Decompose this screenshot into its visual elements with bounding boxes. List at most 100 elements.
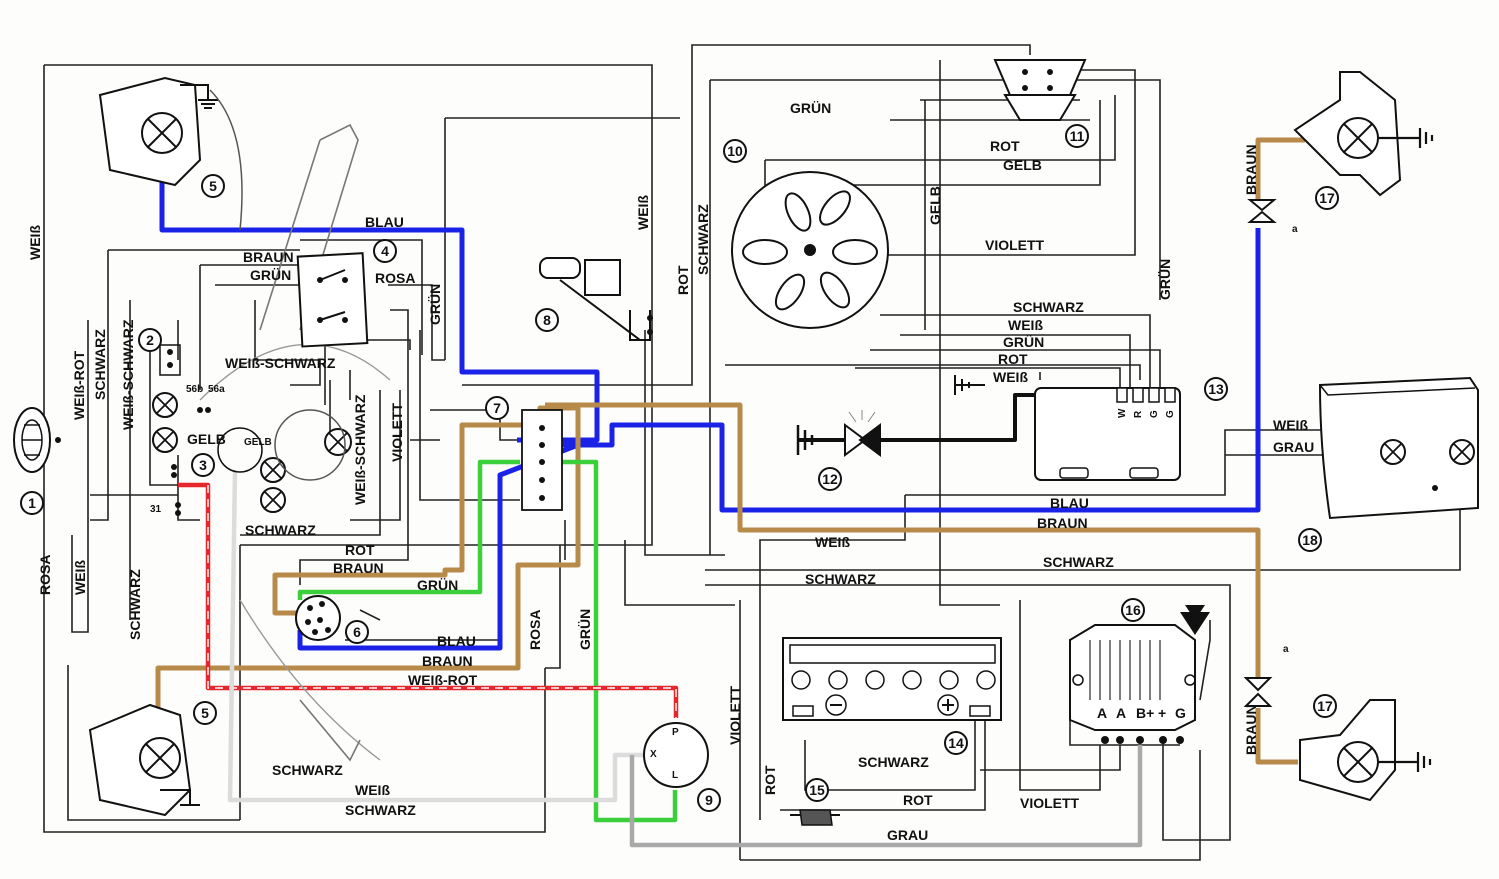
svg-text:SCHWARZ: SCHWARZ bbox=[245, 522, 316, 538]
svg-text:SCHWARZ: SCHWARZ bbox=[858, 754, 929, 770]
svg-text:BRAUN: BRAUN bbox=[243, 249, 294, 265]
svg-text:2: 2 bbox=[146, 332, 154, 348]
svg-text:ROSA: ROSA bbox=[37, 555, 53, 595]
svg-text:3: 3 bbox=[199, 457, 207, 473]
fuse bbox=[790, 809, 840, 826]
svg-text:31: 31 bbox=[150, 504, 162, 515]
svg-text:11: 11 bbox=[1070, 128, 1085, 144]
callout-5a: 5 bbox=[201, 174, 225, 198]
svg-text:SCHWARZ: SCHWARZ bbox=[272, 762, 343, 778]
svg-text:GRÜN: GRÜN bbox=[1157, 259, 1173, 300]
voltage-regulator bbox=[954, 375, 1181, 481]
indicator-front-left bbox=[98, 76, 243, 231]
rear-brake-switch bbox=[539, 257, 653, 341]
indicator-rear-left bbox=[88, 703, 200, 817]
battery bbox=[782, 637, 1002, 721]
callout-13: 13 bbox=[1204, 377, 1228, 401]
svg-text:BLAU: BLAU bbox=[437, 633, 476, 649]
ignition-switch bbox=[993, 59, 1087, 121]
callout-12: 12 bbox=[818, 467, 842, 491]
svg-text:GRAU: GRAU bbox=[887, 827, 928, 843]
svg-text:a: a bbox=[1283, 644, 1289, 655]
svg-text:BRAUN: BRAUN bbox=[422, 653, 473, 669]
svg-text:L: L bbox=[672, 770, 678, 781]
spark-plug bbox=[796, 410, 881, 457]
svg-text:9: 9 bbox=[705, 792, 713, 808]
brake-switch-relay bbox=[296, 252, 369, 348]
callout-4: 4 bbox=[373, 239, 397, 263]
svg-text:R: R bbox=[1133, 410, 1144, 418]
callout-7: 7 bbox=[485, 396, 509, 420]
callout-6: 6 bbox=[345, 620, 369, 644]
svg-text:56b: 56b bbox=[186, 384, 203, 395]
svg-text:GRÜN: GRÜN bbox=[790, 100, 831, 116]
svg-text:G: G bbox=[1165, 410, 1176, 418]
svg-text:5: 5 bbox=[201, 705, 209, 721]
svg-text:SCHWARZ: SCHWARZ bbox=[92, 329, 108, 400]
svg-text:X: X bbox=[650, 749, 657, 760]
callout-10: 10 bbox=[723, 139, 747, 163]
callout-9: 9 bbox=[697, 788, 721, 812]
svg-text:GRÜN: GRÜN bbox=[1003, 334, 1044, 350]
svg-text:G: G bbox=[1149, 410, 1160, 418]
svg-text:1: 1 bbox=[28, 495, 36, 511]
svg-text:WEIß-ROT: WEIß-ROT bbox=[408, 672, 478, 688]
svg-text:GRÜN: GRÜN bbox=[417, 577, 458, 593]
svg-text:G: G bbox=[1175, 705, 1186, 721]
svg-text:7: 7 bbox=[493, 400, 501, 416]
svg-text:15: 15 bbox=[809, 782, 825, 798]
svg-text:GELB: GELB bbox=[187, 431, 226, 447]
svg-text:8: 8 bbox=[543, 312, 551, 328]
callout-11: 11 bbox=[1065, 124, 1089, 148]
handlebar-outline bbox=[199, 123, 391, 762]
svg-text:GRÜN: GRÜN bbox=[577, 609, 593, 650]
svg-text:SCHWARZ: SCHWARZ bbox=[1013, 299, 1084, 315]
svg-text:BRAUN: BRAUN bbox=[333, 560, 384, 576]
svg-text:16: 16 bbox=[1125, 602, 1141, 618]
svg-text:14: 14 bbox=[948, 735, 964, 751]
svg-text:BLAU: BLAU bbox=[1050, 495, 1089, 511]
svg-text:ROT: ROT bbox=[762, 765, 778, 795]
svg-text:GELB: GELB bbox=[244, 437, 272, 448]
callout-3: 3 bbox=[191, 453, 215, 477]
svg-text:WEIß: WEIß bbox=[993, 369, 1028, 385]
svg-text:A: A bbox=[1097, 705, 1107, 721]
svg-text:VIOLETT: VIOLETT bbox=[727, 685, 743, 745]
indicator-rear-right bbox=[1243, 677, 1432, 802]
stator-magneto bbox=[731, 171, 889, 329]
headlamp-bulbs bbox=[152, 392, 352, 516]
svg-text:GELB: GELB bbox=[927, 186, 943, 225]
svg-text:VIOLETT: VIOLETT bbox=[389, 402, 405, 462]
svg-text:SCHWARZ: SCHWARZ bbox=[695, 204, 711, 275]
callout-5b: 5 bbox=[193, 701, 217, 725]
svg-text:VIOLETT: VIOLETT bbox=[985, 237, 1045, 253]
svg-text:ROT: ROT bbox=[990, 138, 1020, 154]
stop-light-switch bbox=[295, 595, 341, 641]
indicator-front-right bbox=[1247, 71, 1434, 223]
svg-text:WEIß-SCHWARZ: WEIß-SCHWARZ bbox=[352, 394, 368, 505]
svg-text:SCHWARZ: SCHWARZ bbox=[805, 571, 876, 587]
colored-wires bbox=[155, 85, 1305, 848]
svg-text:WEIß-SCHWARZ: WEIß-SCHWARZ bbox=[225, 355, 336, 371]
svg-text:SCHWARZ: SCHWARZ bbox=[1043, 554, 1114, 570]
pin-labels: W R G G A A B+ + G P X L 56b 56a 31 GELB… bbox=[150, 224, 1298, 781]
svg-text:WEIß: WEIß bbox=[27, 225, 43, 260]
svg-text:GRÜN: GRÜN bbox=[250, 267, 291, 283]
svg-text:VIOLETT: VIOLETT bbox=[1020, 795, 1080, 811]
svg-text:+: + bbox=[1158, 705, 1166, 721]
number-callouts: 1 2 3 4 5 5 6 7 8 9 10 11 12 13 14 15 16… bbox=[20, 124, 1339, 812]
rectifier-regulator bbox=[1069, 605, 1210, 744]
svg-text:13: 13 bbox=[1208, 381, 1224, 397]
svg-text:BRAUN: BRAUN bbox=[1243, 144, 1259, 195]
svg-text:WEIß-ROT: WEIß-ROT bbox=[71, 350, 87, 420]
svg-text:BRAUN: BRAUN bbox=[1243, 704, 1259, 755]
svg-text:10: 10 bbox=[727, 143, 743, 159]
svg-text:4: 4 bbox=[381, 243, 389, 259]
taillight bbox=[1318, 376, 1479, 520]
svg-text:ROT: ROT bbox=[998, 351, 1028, 367]
svg-text:A: A bbox=[1116, 705, 1126, 721]
svg-text:17: 17 bbox=[1319, 190, 1335, 206]
junction-box bbox=[521, 409, 563, 511]
svg-text:12: 12 bbox=[822, 471, 838, 487]
